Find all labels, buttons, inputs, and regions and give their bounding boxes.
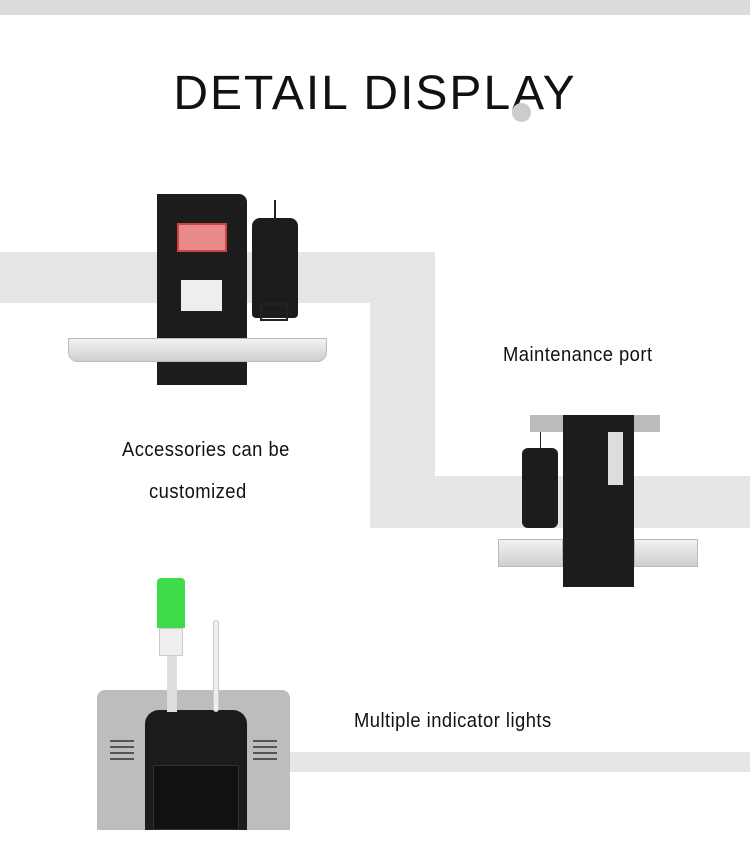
page-title: DETAIL DISPLAY bbox=[173, 67, 577, 120]
top-bar bbox=[0, 0, 750, 15]
decor-band bbox=[370, 476, 750, 528]
maintenance-port bbox=[608, 432, 623, 485]
receipt bbox=[181, 280, 222, 311]
caption-maintenance: Maintenance port bbox=[503, 344, 653, 366]
decor-band bbox=[290, 752, 750, 772]
caption-accessories-2: customized bbox=[149, 481, 247, 503]
handheld-scanner bbox=[522, 448, 558, 528]
indicator-light-green bbox=[157, 578, 185, 628]
antenna bbox=[213, 620, 219, 712]
handheld-scanner bbox=[252, 218, 298, 318]
decor-dot bbox=[512, 103, 531, 122]
caption-indicator: Multiple indicator lights bbox=[354, 710, 552, 732]
scanner-window bbox=[177, 223, 227, 252]
caption-accessories-1: Accessories can be bbox=[122, 439, 290, 461]
